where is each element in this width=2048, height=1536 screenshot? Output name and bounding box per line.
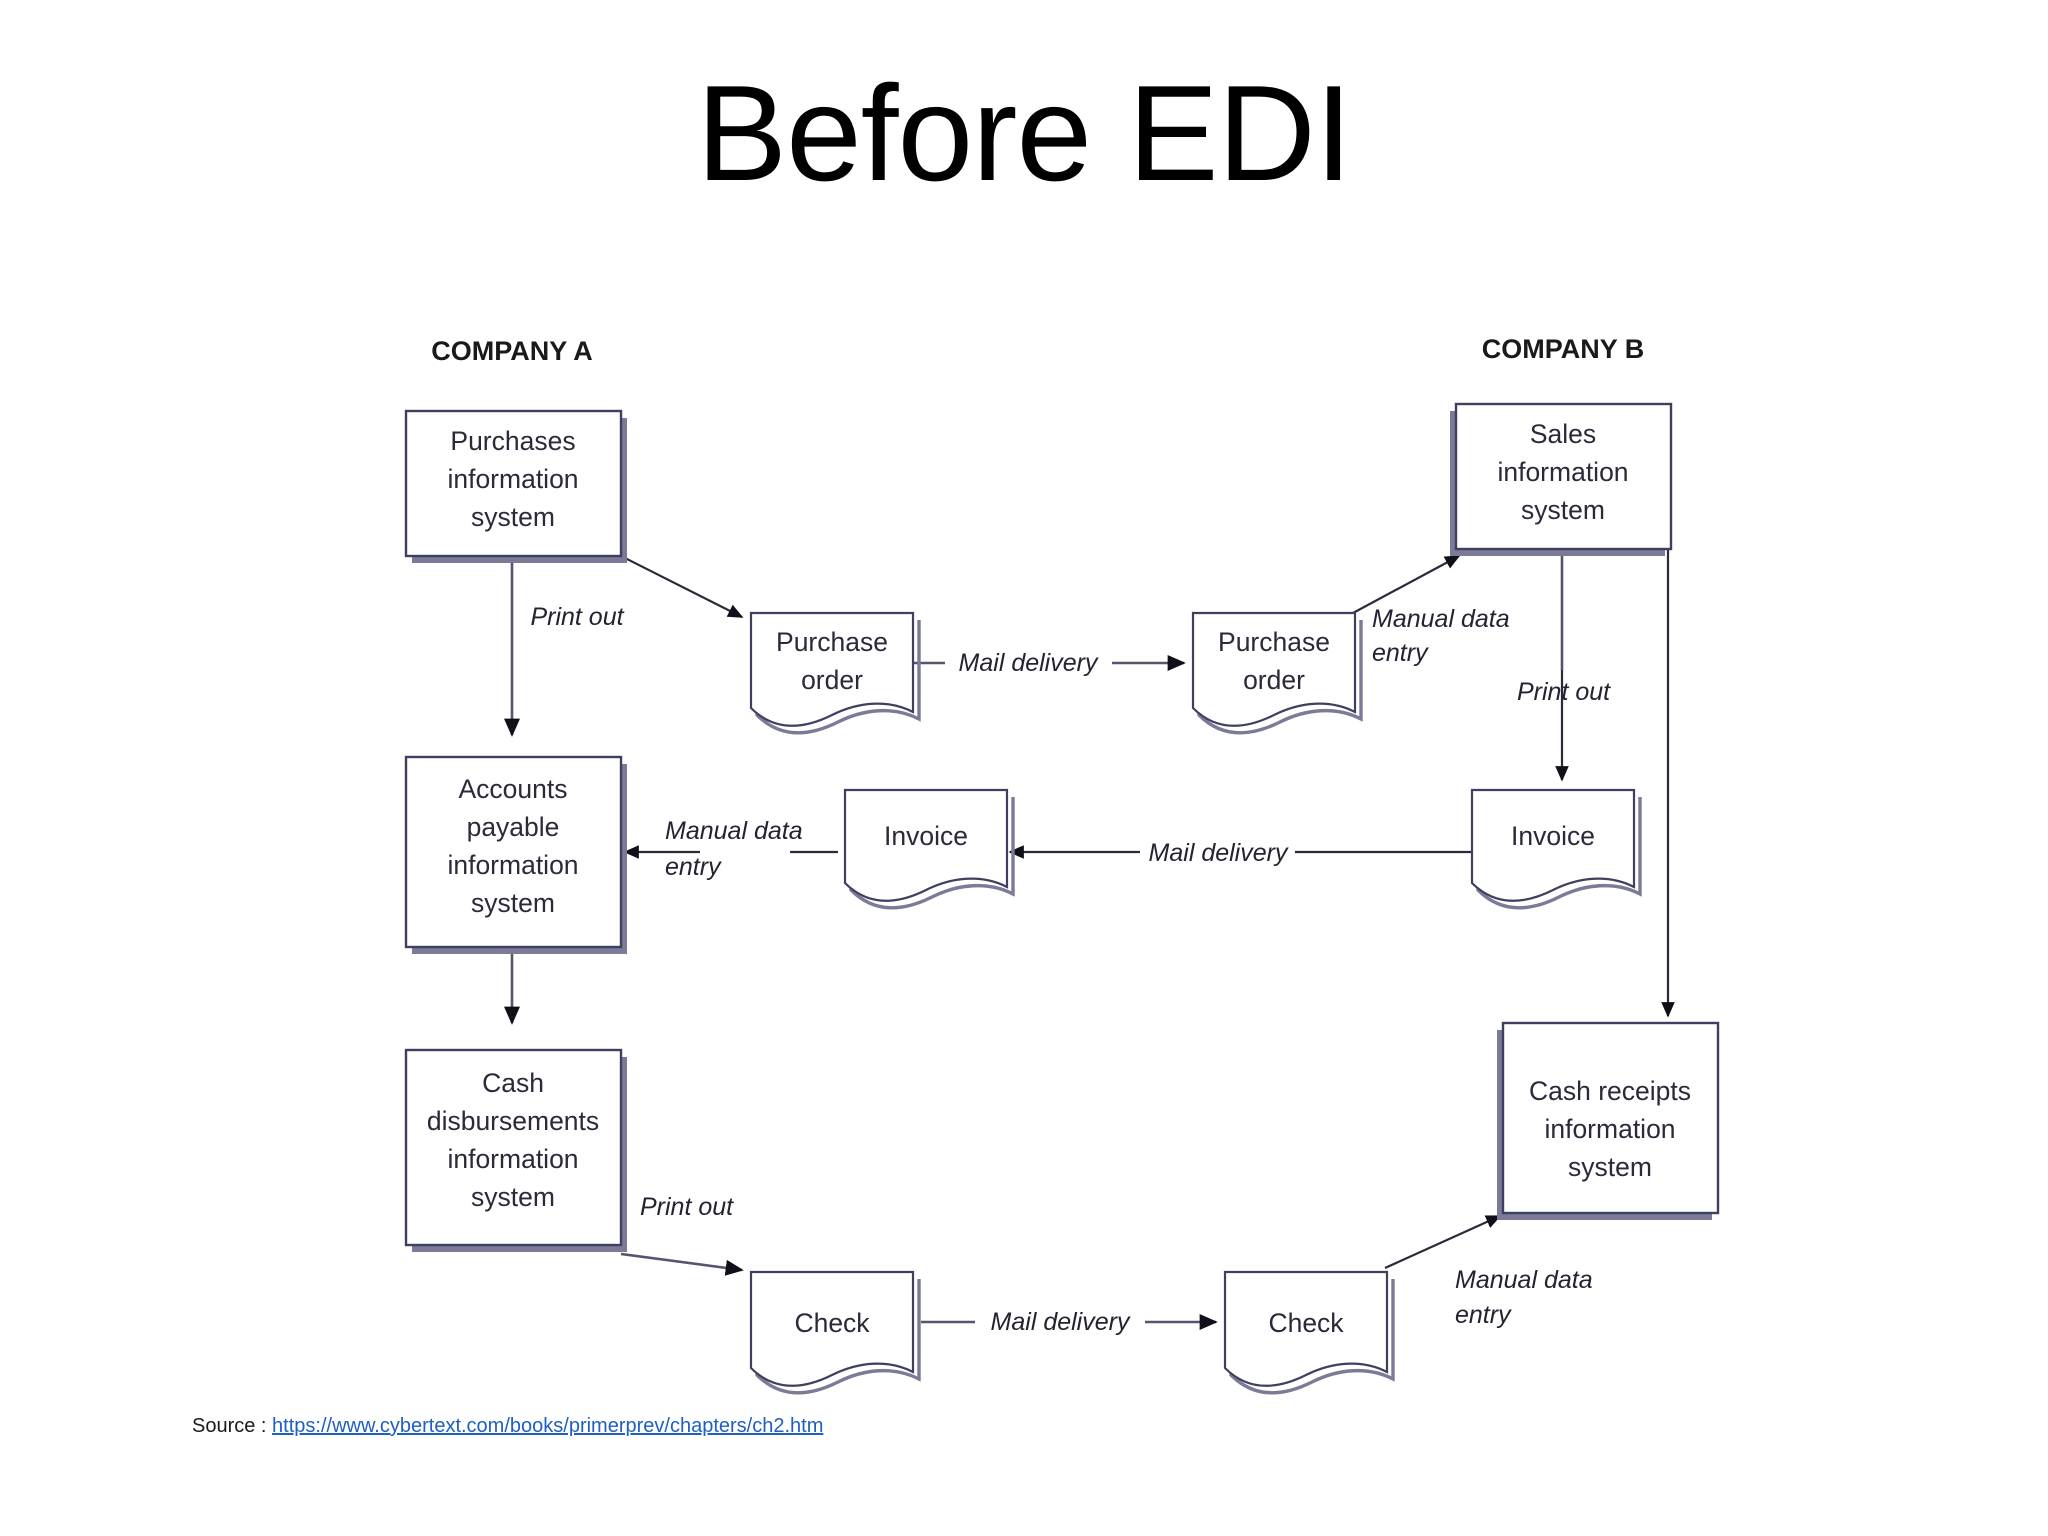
node-invoice-a-label: Invoice bbox=[884, 821, 968, 851]
node-accounts-payable-information-system[interactable]: Accounts payable information system bbox=[404, 755, 627, 954]
node-purchase-order-a[interactable]: Purchase order bbox=[749, 611, 921, 735]
node-check-a[interactable]: Check bbox=[749, 1270, 921, 1395]
edge-label-manual-data-entry-2-line1: Manual data bbox=[665, 817, 803, 845]
node-cash-receipts-line-3: system bbox=[1568, 1152, 1652, 1182]
node-purchase-order-a-line-2: order bbox=[801, 665, 863, 695]
edge-sales-to-invoice-b: Print out bbox=[1517, 550, 1611, 782]
node-check-a-label: Check bbox=[794, 1308, 870, 1338]
node-sales-line-1: Sales bbox=[1530, 419, 1596, 449]
edge-label-print-out-1: Print out bbox=[530, 603, 624, 631]
source-label: Source : bbox=[192, 1415, 267, 1437]
node-cash-disbursements-information-system[interactable]: Cash disbursements information system bbox=[404, 1048, 627, 1252]
node-invoice-a[interactable]: Invoice bbox=[843, 788, 1015, 910]
node-sales-line-3: system bbox=[1521, 495, 1605, 525]
node-cash-disbursements-line-2: disbursements bbox=[427, 1106, 599, 1136]
node-cash-disbursements-line-1: Cash bbox=[482, 1068, 544, 1098]
node-sales-information-system[interactable]: Sales information system bbox=[1450, 402, 1673, 556]
edge-purchase-order-b-to-sales: Manual data entry bbox=[1352, 555, 1510, 667]
edge-purchases-to-purchase-order-a: Print out bbox=[530, 555, 744, 631]
edge-label-manual-data-entry-3-line2: entry bbox=[1455, 1301, 1512, 1329]
source-link[interactable]: https://www.cybertext.com/books/primerpr… bbox=[272, 1415, 824, 1437]
node-accounts-payable-line-3: information bbox=[447, 850, 578, 880]
edge-cash-disbursements-to-check-a: Print out bbox=[620, 1193, 744, 1276]
edge-label-mail-delivery-1: Mail delivery bbox=[959, 649, 1099, 677]
edge-check-b-to-cash-receipts: Manual data entry bbox=[1384, 1214, 1593, 1329]
source-line: Source : https://www.cybertext.com/books… bbox=[192, 1415, 823, 1438]
node-sales-line-2: information bbox=[1497, 457, 1628, 487]
edge-label-print-out-2: Print out bbox=[1517, 678, 1611, 706]
node-cash-receipts-information-system[interactable]: Cash receipts information system bbox=[1497, 1021, 1720, 1220]
node-accounts-payable-line-1: Accounts bbox=[458, 774, 567, 804]
node-cash-disbursements-line-4: system bbox=[471, 1182, 555, 1212]
edge-invoice-b-to-invoice-a: Mail delivery bbox=[1008, 839, 1471, 867]
node-check-b-label: Check bbox=[1268, 1308, 1344, 1338]
edge-label-mail-delivery-3: Mail delivery bbox=[991, 1308, 1131, 1336]
edge-label-manual-data-entry-2-line2: entry bbox=[665, 853, 722, 881]
node-purchases-line-2: information bbox=[447, 464, 578, 494]
page-title: Before EDI bbox=[696, 57, 1352, 209]
edge-label-manual-data-entry-1-line2: entry bbox=[1372, 639, 1429, 667]
edge-check-a-to-check-b: Mail delivery bbox=[921, 1308, 1218, 1336]
edge-label-mail-delivery-2: Mail delivery bbox=[1149, 839, 1289, 867]
node-purchases-line-1: Purchases bbox=[450, 426, 575, 456]
column-header-company-b: COMPANY B bbox=[1482, 334, 1645, 364]
node-purchase-order-a-line-1: Purchase bbox=[776, 627, 888, 657]
node-accounts-payable-line-4: system bbox=[471, 888, 555, 918]
node-cash-receipts-line-2: information bbox=[1544, 1114, 1675, 1144]
node-cash-disbursements-line-3: information bbox=[447, 1144, 578, 1174]
node-invoice-b-label: Invoice bbox=[1511, 821, 1595, 851]
node-cash-receipts-line-1: Cash receipts bbox=[1529, 1076, 1691, 1106]
edge-invoice-a-to-accounts-payable: Manual data entry bbox=[623, 817, 838, 881]
node-check-b[interactable]: Check bbox=[1223, 1270, 1395, 1395]
node-purchases-line-3: system bbox=[471, 502, 555, 532]
edge-label-print-out-3: Print out bbox=[640, 1193, 734, 1221]
column-header-company-a: COMPANY A bbox=[431, 336, 593, 366]
node-purchase-order-b-line-2: order bbox=[1243, 665, 1305, 695]
node-purchase-order-b-line-1: Purchase bbox=[1218, 627, 1330, 657]
node-purchase-order-b[interactable]: Purchase order bbox=[1191, 611, 1363, 735]
node-invoice-b[interactable]: Invoice bbox=[1470, 788, 1642, 910]
node-purchases-information-system[interactable]: Purchases information system bbox=[404, 409, 627, 563]
node-accounts-payable-line-2: payable bbox=[467, 812, 560, 842]
edge-label-manual-data-entry-3-line1: Manual data bbox=[1455, 1266, 1593, 1294]
edge-purchase-order-a-to-b: Mail delivery bbox=[911, 649, 1186, 677]
edge-label-manual-data-entry-1-line1: Manual data bbox=[1372, 605, 1510, 633]
